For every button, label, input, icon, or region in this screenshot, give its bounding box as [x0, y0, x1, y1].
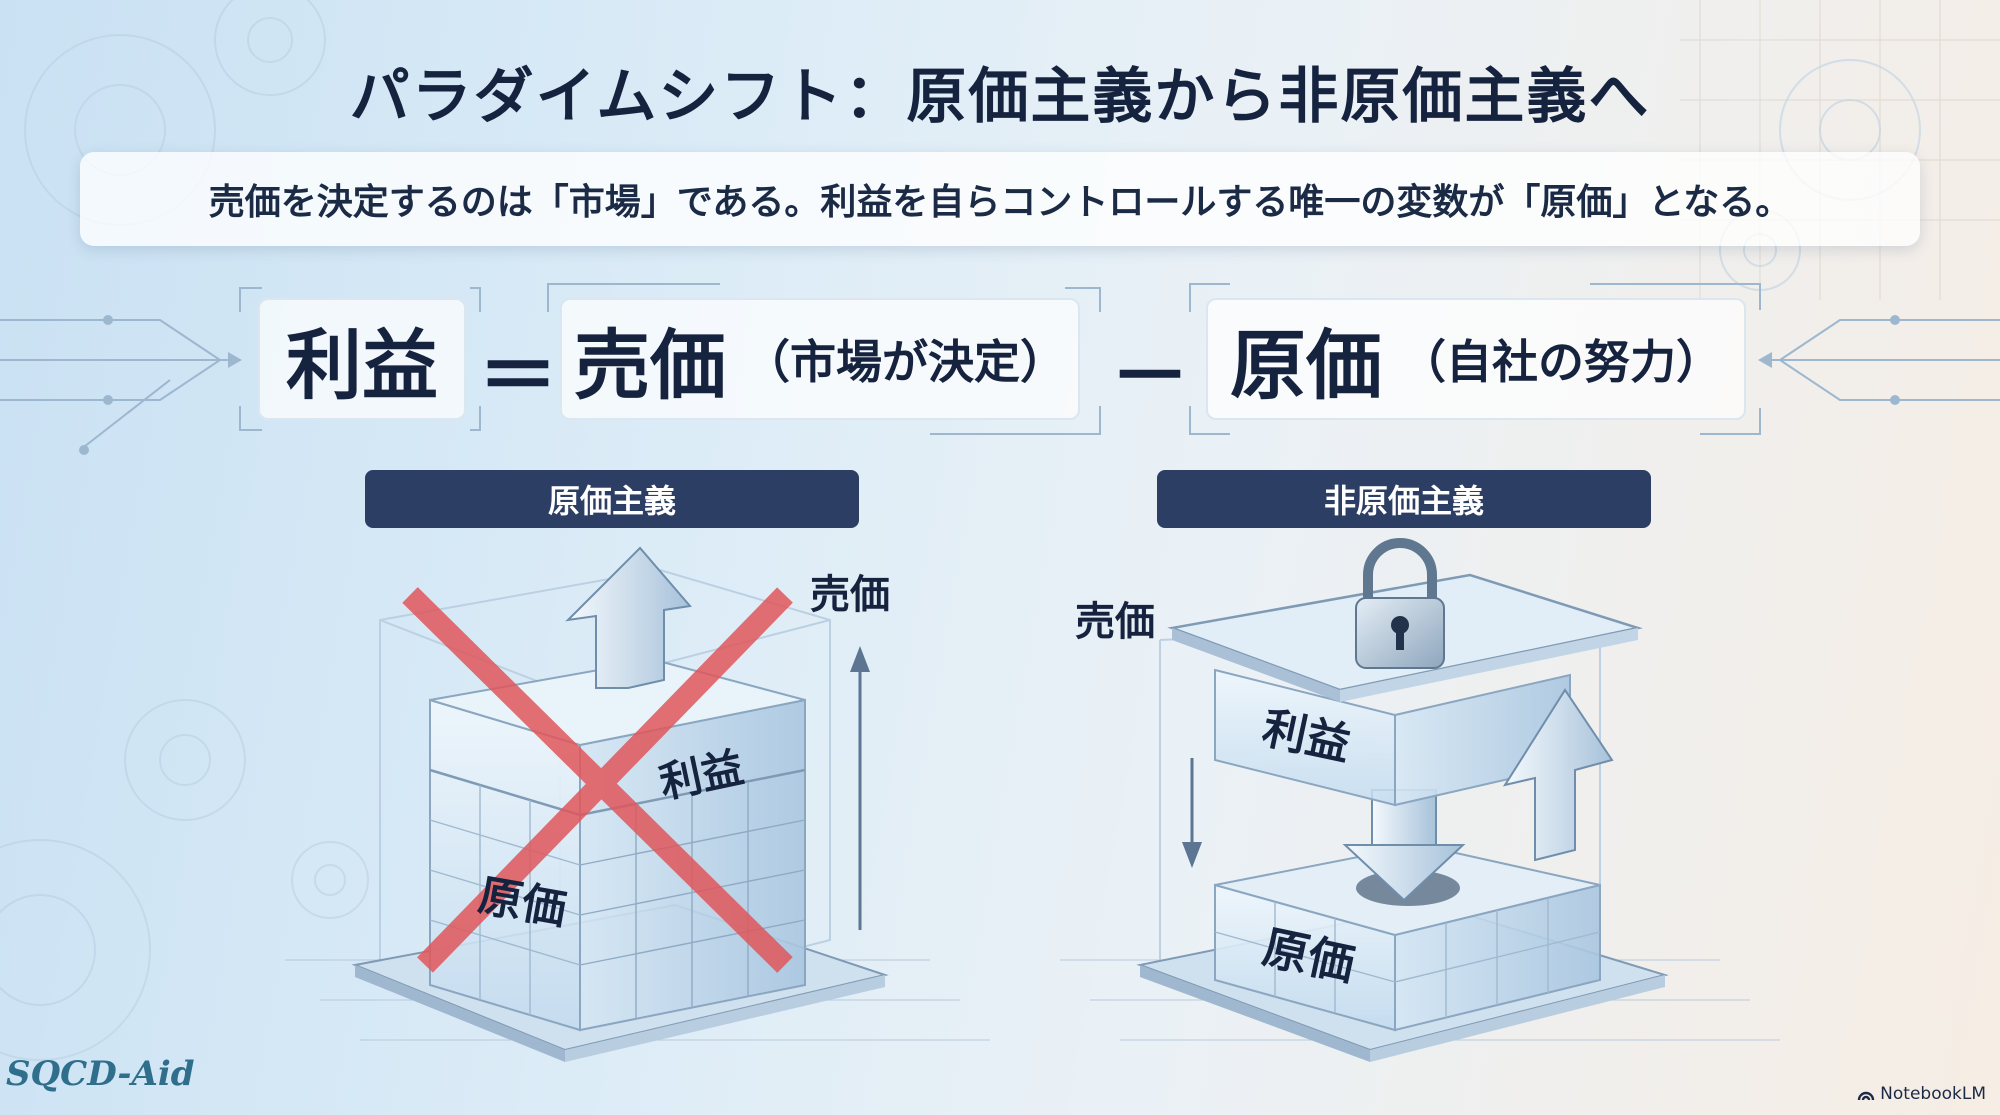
lock-icon [1355, 538, 1445, 669]
notebooklm-icon [1857, 1091, 1875, 1101]
rejected-x-icon [402, 587, 793, 973]
down-arrow-icon [1342, 789, 1466, 902]
subtitle-banner: 売価を決定するのは「市場」である。利益を自らコントロールする唯一の変数が「原価」… [80, 152, 1920, 246]
equation-cost: 原価 [1230, 321, 1382, 410]
right-label-price: 売価 [1075, 599, 1155, 645]
equation-minus: － [1110, 330, 1190, 423]
branding-text: NotebookLM [1880, 1084, 1986, 1104]
up-arrow-icon [1502, 688, 1614, 862]
equation-price-box: 売価 （市場が決定） [560, 298, 1080, 420]
right-panel-header: 非原価主義 [1157, 470, 1651, 528]
left-cost-plus-diagram [351, 546, 889, 1062]
gear-icon [291, 841, 369, 919]
equation-price-note: （市場が決定） [744, 335, 1066, 389]
equation-equals: ＝ [478, 330, 558, 423]
equation-profit-box: 利益 [258, 298, 466, 420]
gear-icon [214, 0, 326, 96]
equation-cost-box: 原価 （自社の努力） [1206, 298, 1746, 420]
gear-icon [0, 839, 151, 1061]
watermark-logo: SQCD-Aid [6, 1054, 195, 1094]
equation-profit: 利益 [286, 321, 438, 410]
right-target-cost-diagram [1136, 538, 1669, 1062]
up-arrow-icon [565, 546, 692, 689]
left-panel-header: 原価主義 [365, 470, 859, 528]
branding: NotebookLM [1857, 1084, 1986, 1104]
equation-cost-note: （自社の努力） [1400, 335, 1722, 389]
page-title: パラダイムシフト：原価主義から非原価主義へ [349, 62, 1651, 132]
gear-icon [124, 699, 246, 821]
left-label-price: 売価 [810, 572, 890, 618]
equation-price: 売価 [574, 321, 726, 410]
